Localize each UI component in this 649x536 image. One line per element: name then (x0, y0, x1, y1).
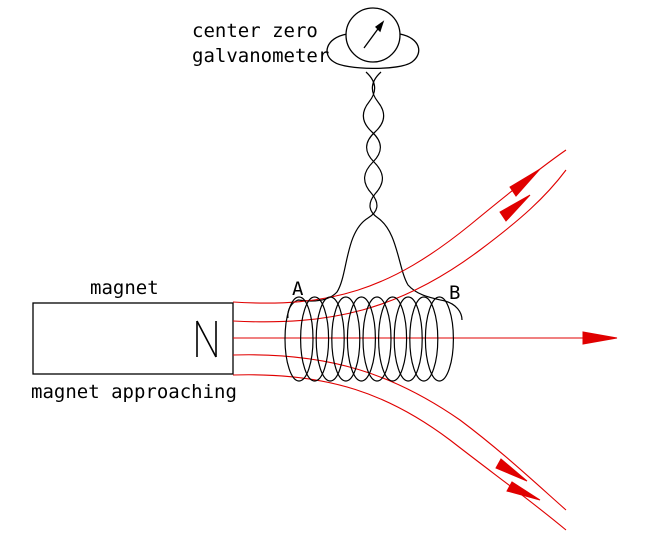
coil-turn (362, 296, 392, 382)
coil (284, 296, 454, 382)
galvanometer-needle-tip (374, 20, 385, 33)
galvanometer-label-line2: galvanometer (192, 45, 329, 67)
coil-turn (378, 296, 408, 382)
galvanometer (326, 7, 420, 70)
lead-to-b (366, 71, 463, 321)
field-lines (232, 149, 590, 531)
field-arrows (495, 168, 618, 501)
magnet-body (32, 302, 234, 375)
coil-turn (424, 296, 454, 382)
coil-turn (331, 296, 361, 382)
magnet-approaching-label: magnet approaching (31, 381, 237, 403)
coil-turn (284, 296, 314, 382)
coil-turn (409, 296, 439, 382)
coil-turn (300, 296, 330, 382)
coil-end-b-label: B (449, 282, 460, 304)
magnet-label: magnet (90, 277, 159, 299)
arrow-lower-inner (495, 458, 528, 482)
twisted-leads (287, 71, 463, 321)
coil-turn (393, 296, 423, 382)
coil-turn (315, 296, 345, 382)
magnet (32, 302, 234, 375)
galvanometer-label-line1: center zero (192, 20, 318, 42)
galvanometer-base (326, 33, 420, 70)
arrow-lower-outer (506, 481, 541, 501)
field-line-lower-inner (232, 354, 567, 511)
magnet-n-stroke-diagonal (196, 320, 217, 358)
field-line-lower-outer (232, 374, 567, 531)
field-line-upper-outer (232, 149, 567, 304)
coil-end-a-label: A (292, 278, 304, 300)
coil-turn (346, 296, 376, 382)
lead-to-a (287, 71, 381, 319)
arrow-center (582, 331, 618, 345)
arrow-upper-outer (509, 168, 541, 197)
arrow-upper-inner (499, 194, 531, 222)
